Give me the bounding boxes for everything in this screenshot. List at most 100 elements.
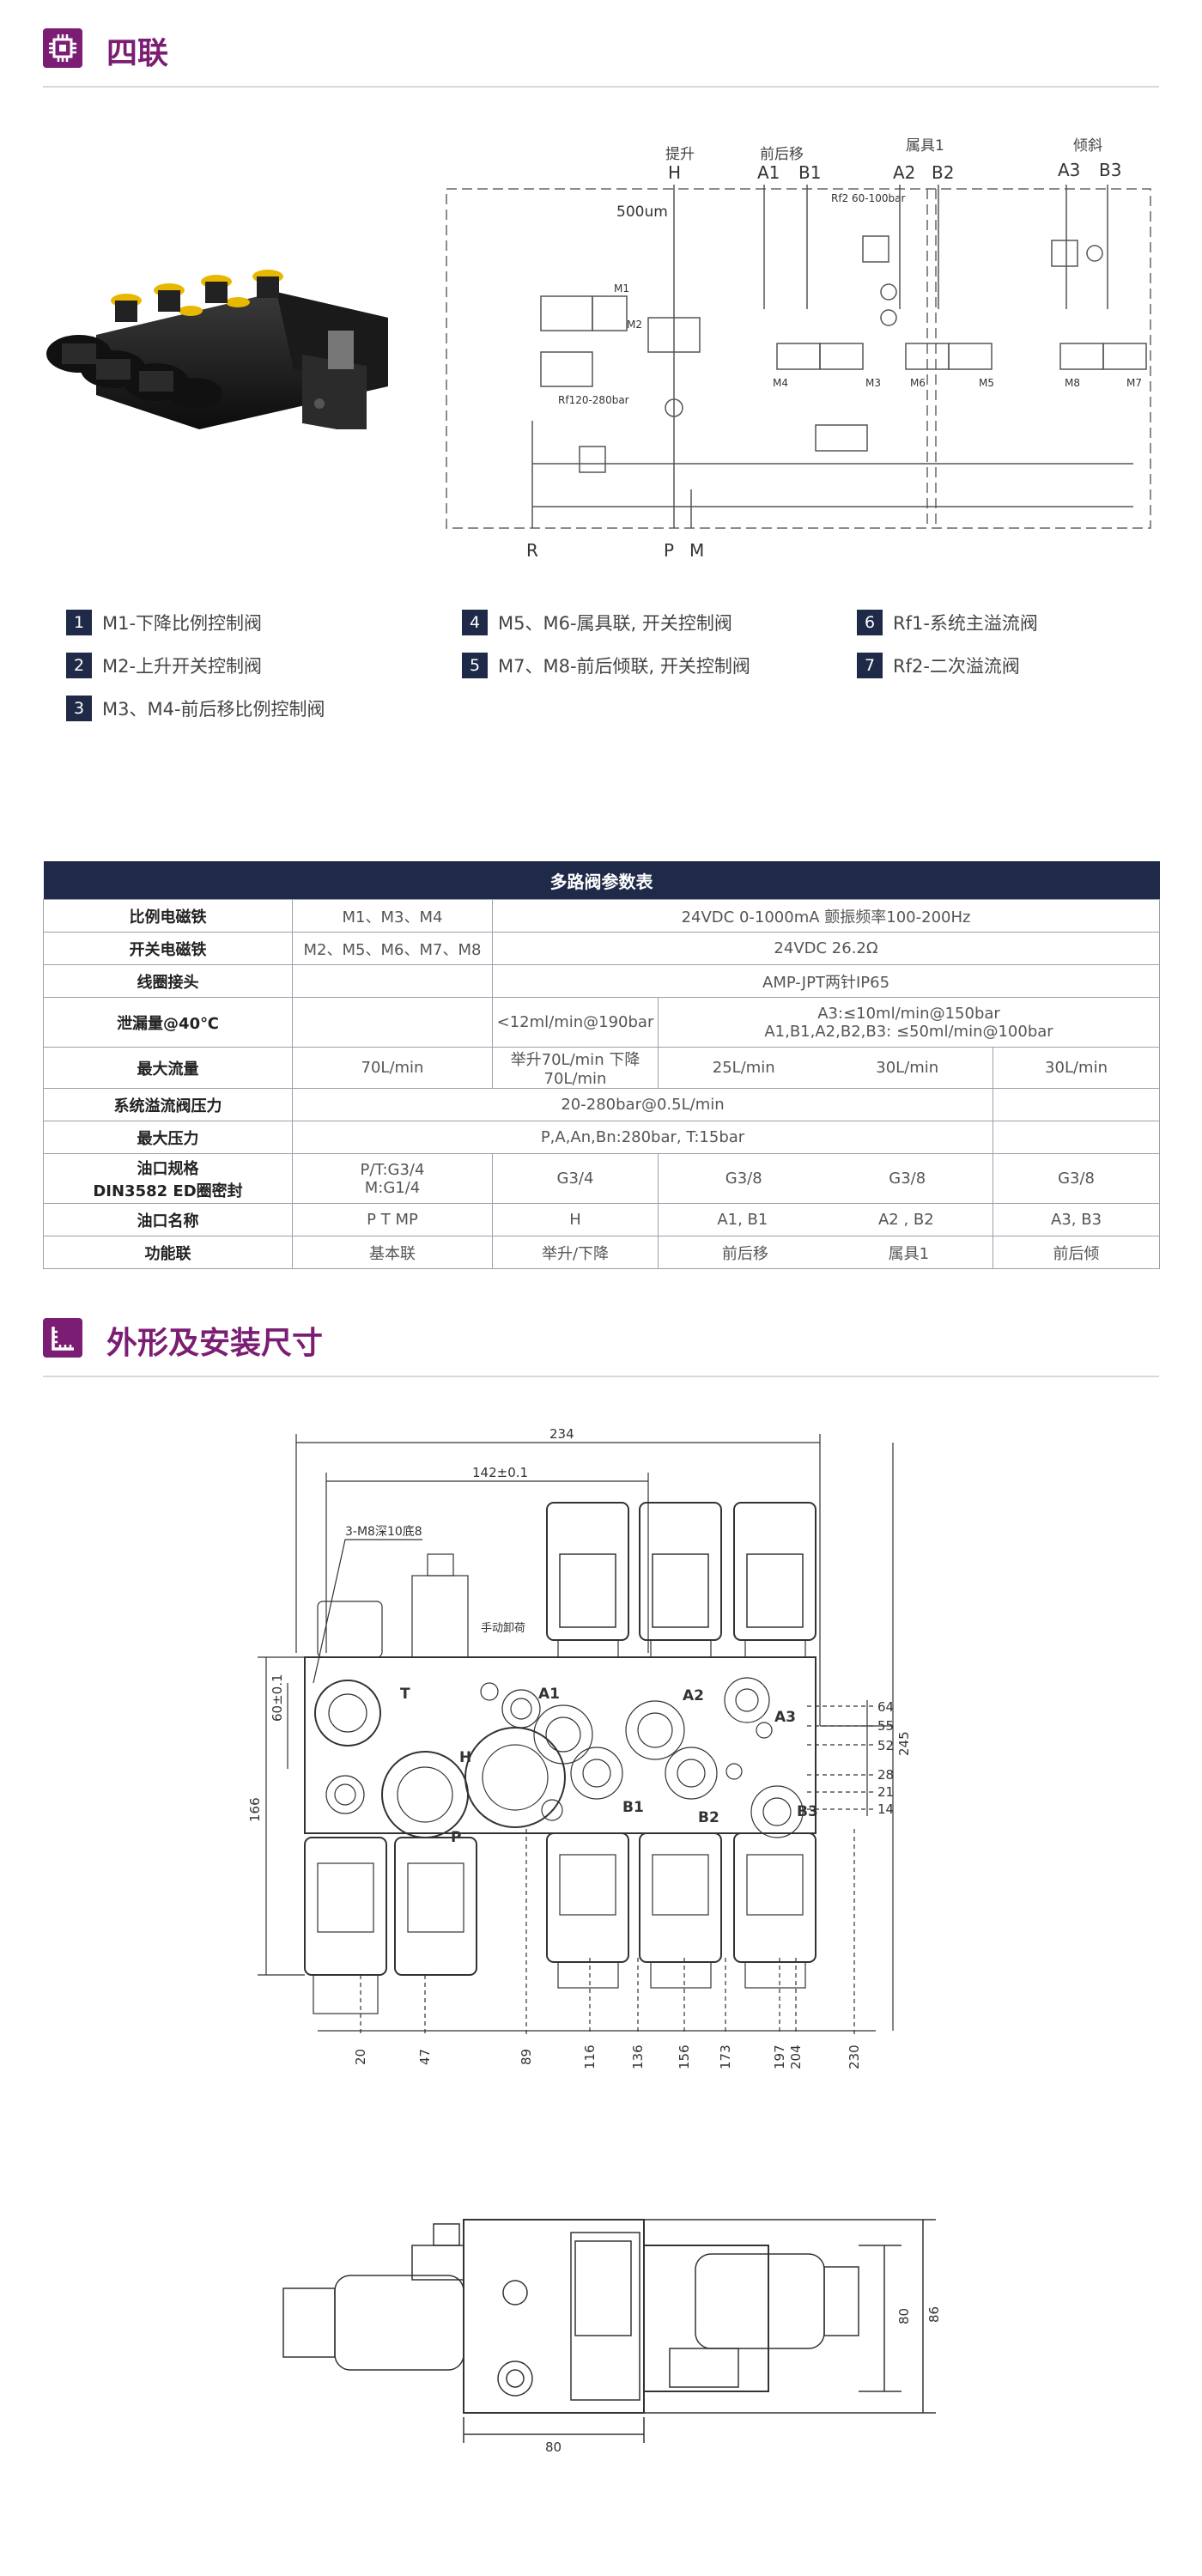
section-title-four-section: 四联 <box>106 36 169 71</box>
thread-note: 3-M8深10底8 <box>345 1525 422 1539</box>
legend-number: 2 <box>66 653 92 678</box>
flow-cell: 25L/min <box>712 1059 775 1077</box>
legend-number: 5 <box>462 653 488 678</box>
legend-text: M5、M6-属具联, 开关控制阀 <box>498 613 732 634</box>
port-name: A1, B1 <box>717 1211 768 1229</box>
dimension-label: 197 <box>772 2044 787 2069</box>
leakage-a3: A3:≤10ml/min@150bar <box>817 1004 1000 1023</box>
row-label: 系统溢流阀压力 <box>43 1088 293 1121</box>
port-group-label: 倾斜 <box>1073 137 1102 155</box>
row-label: 泄漏量@40℃ <box>43 997 293 1048</box>
section-divider <box>43 1376 1159 1377</box>
table-cell: AMP-JPT两针IP65 <box>491 964 1161 998</box>
port-spec: G3/8 <box>889 1170 926 1188</box>
dimension-label: 166 <box>247 1797 263 1822</box>
port-name: A2 , B2 <box>877 1211 934 1229</box>
table-row: 系统溢流阀压力 20-280bar@0.5L/min <box>43 1088 1161 1121</box>
dimension-label: 60±0.1 <box>270 1674 285 1722</box>
port-spec: G3/8 <box>725 1170 762 1188</box>
table-cell: G3/8 <box>992 1153 1161 1204</box>
table-cell: G3/4 <box>492 1153 659 1204</box>
table-row: 油口规格 DIN3582 ED圈密封 P/T:G3/4 M:G1/4 G3/4 … <box>43 1153 1161 1204</box>
dimension-label: 52 <box>877 1738 894 1753</box>
parameter-table: 多路阀参数表 比例电磁铁 M1、M3、M4 24VDC 0-1000mA 颤振频… <box>43 861 1161 1269</box>
table-cell: P,A,An,Bn:280bar, T:15bar <box>292 1121 993 1154</box>
table-row: 开关电磁铁 M2、M5、M6、M7、M8 24VDC 26.2Ω <box>43 932 1161 965</box>
table-cell: 举升/下降 <box>492 1236 659 1269</box>
row-label: 功能联 <box>43 1236 293 1269</box>
legend-item: 4 M5、M6-属具联, 开关控制阀 <box>462 610 732 635</box>
row-label: 比例电磁铁 <box>43 899 293 933</box>
legend-text: M2-上升开关控制阀 <box>102 656 263 677</box>
legend-text: M7、M8-前后倾联, 开关控制阀 <box>498 656 750 677</box>
table-cell: A1, B1 A2 , B2 <box>658 1203 993 1236</box>
chip-icon <box>43 28 82 68</box>
relief-label: Rf120-280bar <box>558 394 629 406</box>
table-row: 最大流量 70L/min 举升70L/min 下降70L/min 25L/min… <box>43 1047 1161 1089</box>
flow-cell: 30L/min <box>876 1059 939 1077</box>
dimension-label: 245 <box>896 1731 912 1756</box>
port-label: A2 <box>893 162 915 183</box>
flow-label: 500um <box>616 204 668 221</box>
valve-label: M4 <box>773 377 788 389</box>
table-row: 线圈接头 AMP-JPT两针IP65 <box>43 964 1161 998</box>
dimension-label: 230 <box>847 2044 862 2069</box>
dimension-label: 20 <box>353 2049 368 2065</box>
hydraulic-schematic: 提升 前后移 属具1 倾斜 H A1 B1 A2 B2 A3 B3 R P M … <box>446 137 1151 558</box>
legend-item: 6 Rf1-系统主溢流阀 <box>857 610 1038 635</box>
port-label: B3 <box>1099 160 1121 180</box>
row-label-line: DIN3582 ED圈密封 <box>93 1182 243 1200</box>
port-spec: M:G1/4 <box>364 1178 421 1197</box>
legend-number: 3 <box>66 696 92 721</box>
table-cell: M2、M5、M6、M7、M8 <box>292 932 493 965</box>
port-label: B2 <box>932 162 954 183</box>
table-cell: H <box>492 1203 659 1236</box>
valve-label: M2 <box>627 319 642 331</box>
port-label: A3 <box>774 1709 796 1726</box>
table-cell <box>992 1088 1161 1121</box>
table-cell: 30L/min <box>992 1047 1161 1089</box>
manual-release-label: 手动卸荷 <box>481 1621 525 1635</box>
table-row: 最大压力 P,A,An,Bn:280bar, T:15bar <box>43 1121 1161 1154</box>
valve-product-photo <box>46 270 388 429</box>
table-cell <box>292 964 493 998</box>
table-cell: 24VDC 0-1000mA 颤振频率100-200Hz <box>491 899 1161 933</box>
port-label: R <box>526 540 538 558</box>
port-label: P <box>664 540 674 558</box>
dimension-label: 28 <box>877 1767 894 1783</box>
port-label: A1 <box>538 1686 560 1703</box>
dimension-label: 21 <box>877 1784 894 1800</box>
legend-text: Rf1-系统主溢流阀 <box>893 613 1038 634</box>
leakage-others: A1,B1,A2,B2,B3: ≤50ml/min@100bar <box>764 1022 1053 1041</box>
port-label: B1 <box>798 162 821 183</box>
legend-item: 2 M2-上升开关控制阀 <box>66 653 262 678</box>
dimension-label: 47 <box>417 2049 433 2065</box>
table-cell: P/T:G3/4 M:G1/4 <box>292 1153 493 1204</box>
table-cell: 前后移 属具1 <box>658 1236 993 1269</box>
row-label: 最大流量 <box>43 1047 293 1089</box>
legend-text: M3、M4-前后移比例控制阀 <box>102 699 325 720</box>
dimension-icon <box>43 1318 82 1358</box>
table-row: 油口名称 P T MP H A1, B1 A2 , B2 A3, B3 <box>43 1203 1161 1236</box>
legend-item: 5 M7、M8-前后倾联, 开关控制阀 <box>462 653 750 678</box>
valve-label: M6 <box>910 377 926 389</box>
port-label: B1 <box>622 1799 644 1816</box>
dimension-label: 136 <box>630 2044 646 2069</box>
dimension-label: 14 <box>877 1801 894 1817</box>
relief-label: Rf2 60-100bar <box>831 192 905 204</box>
dimension-label: 89 <box>519 2049 534 2065</box>
table-cell: 70L/min <box>292 1047 493 1089</box>
port-label: M <box>689 540 704 558</box>
row-label: 线圈接头 <box>43 964 293 998</box>
front-dimension-drawing: 234 142±0.1 3-M8深10底8 手动卸荷 T P H A1 A2 A… <box>247 1426 912 2069</box>
port-label: T <box>400 1686 410 1703</box>
table-title: 多路阀参数表 <box>43 861 1160 900</box>
dimension-label: 116 <box>582 2044 598 2069</box>
table-cell: <12ml/min@190bar <box>492 997 659 1048</box>
row-label: 油口名称 <box>43 1203 293 1236</box>
table-row: 功能联 基本联 举升/下降 前后移 属具1 前后倾 <box>43 1236 1161 1269</box>
dimension-label: 64 <box>877 1699 894 1715</box>
legend-item: 7 Rf2-二次溢流阀 <box>857 653 1020 678</box>
valve-label: M3 <box>865 377 881 389</box>
port-group-label: 提升 <box>665 146 695 163</box>
